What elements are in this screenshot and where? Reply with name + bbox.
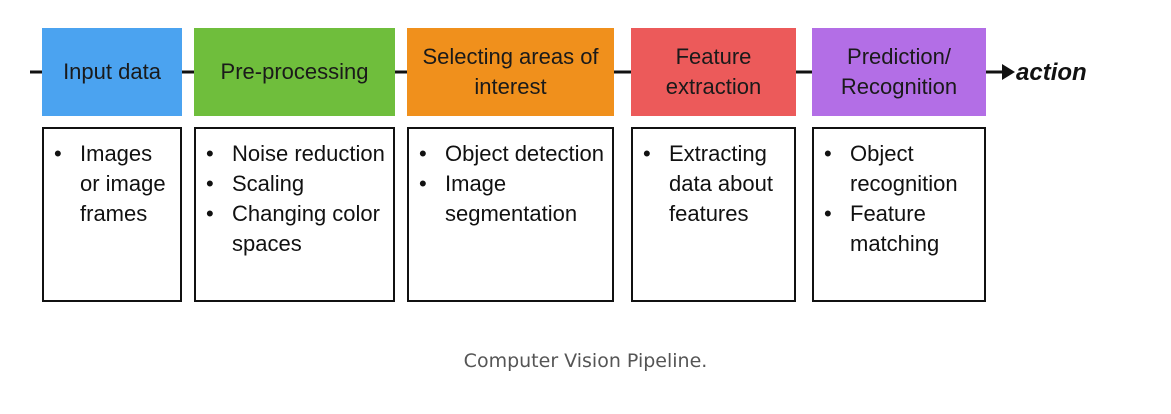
detail-list-item: • Extracting data about features (641, 139, 788, 229)
stage-box-1 (42, 28, 182, 116)
detail-item-text: Object detection (445, 141, 604, 166)
detail-item-text: Object recognition (850, 141, 958, 196)
detail-list: • Object recognition • Feature matching (822, 139, 978, 259)
detail-list-item: • Image segmentation (417, 169, 606, 229)
stage-boxes (42, 28, 986, 116)
bullet-icon: • (824, 141, 832, 166)
stage-detail-box-4: • Extracting data about features (631, 127, 796, 302)
detail-list-item: • Feature matching (822, 199, 978, 259)
stage-detail-box-1: • Images or image frames (42, 127, 182, 302)
figure-caption: Computer Vision Pipeline. (463, 350, 708, 372)
stage-box-3 (407, 28, 614, 116)
detail-list-item: • Noise reduction (204, 139, 387, 169)
bullet-icon: • (206, 141, 214, 166)
detail-item-text: Image segmentation (445, 171, 578, 226)
bullet-icon: • (419, 141, 427, 166)
bullet-icon: • (824, 201, 832, 226)
stage-box-4 (631, 28, 796, 116)
detail-list-item: • Object recognition (822, 139, 978, 199)
detail-item-text: Changing color spaces (232, 201, 380, 256)
bullet-icon: • (643, 141, 651, 166)
stage-title-5: Prediction/ Recognition (840, 44, 958, 99)
bullet-icon: • (419, 171, 427, 196)
stage-box-2 (194, 28, 395, 116)
detail-list-item: • Object detection (417, 139, 606, 169)
stage-title-1: Input data (63, 59, 161, 84)
bullet-icon: • (206, 201, 214, 226)
stage-title-2: Pre-processing (220, 59, 369, 84)
pipeline-connectors (30, 64, 1015, 80)
detail-item-text: Images or image frames (80, 141, 166, 226)
stage-detail-box-3: • Object detection • Image segmentation (407, 127, 614, 302)
detail-list: • Noise reduction • Scaling • Changing color … (204, 139, 387, 259)
bullet-icon: • (206, 171, 214, 196)
detail-item-text: Extracting data about features (669, 141, 773, 226)
stage-detail-box-5: • Object recognition • Feature matching (812, 127, 986, 302)
stage-box-5 (812, 28, 986, 116)
stage-detail-box-2: • Noise reduction • Scaling • Changing color … (194, 127, 395, 302)
bullet-icon: • (54, 141, 62, 166)
stage-title-4: Feature extraction (665, 44, 762, 99)
detail-list: • Extracting data about features (641, 139, 788, 229)
detail-list: • Images or image frames (52, 139, 174, 229)
stage-title-3: Selecting areas of interest (422, 44, 599, 99)
detail-list: • Object detection • Image segmentation (417, 139, 606, 229)
detail-list-item: • Images or image frames (52, 139, 174, 229)
detail-item-text: Scaling (232, 171, 305, 196)
action-label: action (1016, 59, 1087, 86)
detail-item-text: Noise reduction (232, 141, 385, 166)
detail-list-item: • Scaling (204, 169, 387, 199)
action-arrowhead-icon (1002, 64, 1015, 80)
detail-item-text: Feature matching (850, 201, 940, 256)
detail-list-item: • Changing color spaces (204, 199, 387, 259)
